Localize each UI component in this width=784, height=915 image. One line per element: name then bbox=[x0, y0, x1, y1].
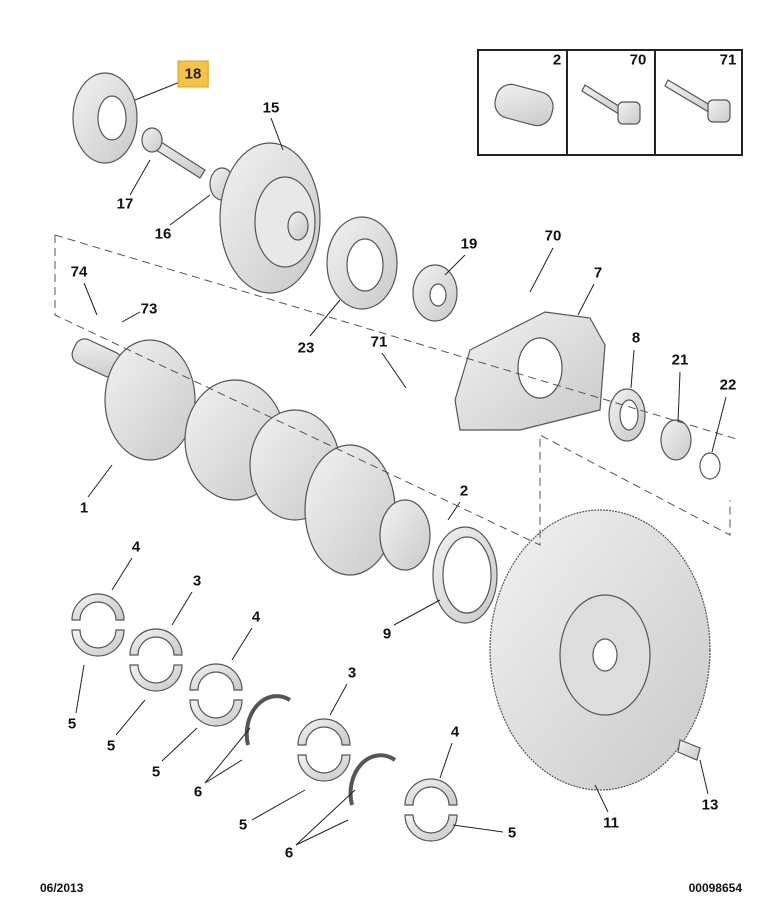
callout-5[interactable]: 5 bbox=[507, 824, 517, 842]
part-22-o-ring bbox=[699, 452, 721, 480]
callout-5[interactable]: 5 bbox=[67, 715, 77, 733]
callout-21[interactable]: 21 bbox=[671, 351, 689, 369]
callout-22[interactable]: 22 bbox=[719, 376, 737, 394]
callout-4[interactable]: 4 bbox=[251, 608, 261, 626]
callout-2[interactable]: 2 bbox=[459, 482, 469, 500]
callout-3[interactable]: 3 bbox=[192, 572, 202, 590]
inset-label-70: 70 bbox=[629, 51, 647, 69]
callout-17[interactable]: 17 bbox=[116, 195, 134, 213]
callout-4[interactable]: 4 bbox=[450, 723, 460, 741]
callout-71[interactable]: 71 bbox=[370, 333, 388, 351]
callout-74[interactable]: 74 bbox=[70, 263, 88, 281]
callout-9[interactable]: 9 bbox=[382, 625, 392, 643]
callout-73[interactable]: 73 bbox=[140, 300, 158, 318]
leader-lines bbox=[75, 81, 727, 846]
callout-23[interactable]: 23 bbox=[297, 339, 315, 357]
callout-7[interactable]: 7 bbox=[593, 264, 603, 282]
callout-18-highlighted[interactable]: 18 bbox=[177, 60, 209, 88]
callout-3[interactable]: 3 bbox=[347, 664, 357, 682]
callout-70[interactable]: 70 bbox=[544, 227, 562, 245]
callout-19[interactable]: 19 bbox=[460, 235, 478, 253]
footer-date: 06/2013 bbox=[40, 881, 84, 895]
callout-1[interactable]: 1 bbox=[79, 499, 89, 517]
callout-6[interactable]: 6 bbox=[193, 783, 203, 801]
inset-label-71: 71 bbox=[719, 51, 737, 69]
footer-reference: 00098654 bbox=[688, 881, 742, 895]
callout-11[interactable]: 11 bbox=[603, 814, 619, 832]
callout-13[interactable]: 13 bbox=[701, 796, 719, 814]
callout-5[interactable]: 5 bbox=[238, 816, 248, 834]
assembly-outline bbox=[54, 234, 741, 546]
part-1-crankshaft bbox=[71, 338, 431, 576]
callout-16[interactable]: 16 bbox=[154, 225, 172, 243]
callout-5[interactable]: 5 bbox=[151, 763, 161, 781]
inset-label-2: 2 bbox=[552, 51, 562, 69]
callout-6[interactable]: 6 bbox=[284, 844, 294, 862]
callout-8[interactable]: 8 bbox=[631, 329, 641, 347]
part-21-sprocket bbox=[660, 419, 692, 461]
callout-15[interactable]: 15 bbox=[262, 99, 280, 117]
callout-5[interactable]: 5 bbox=[106, 737, 116, 755]
dowel-pin bbox=[494, 83, 554, 127]
callout-4[interactable]: 4 bbox=[131, 538, 141, 556]
bearing-shells bbox=[71, 593, 458, 842]
